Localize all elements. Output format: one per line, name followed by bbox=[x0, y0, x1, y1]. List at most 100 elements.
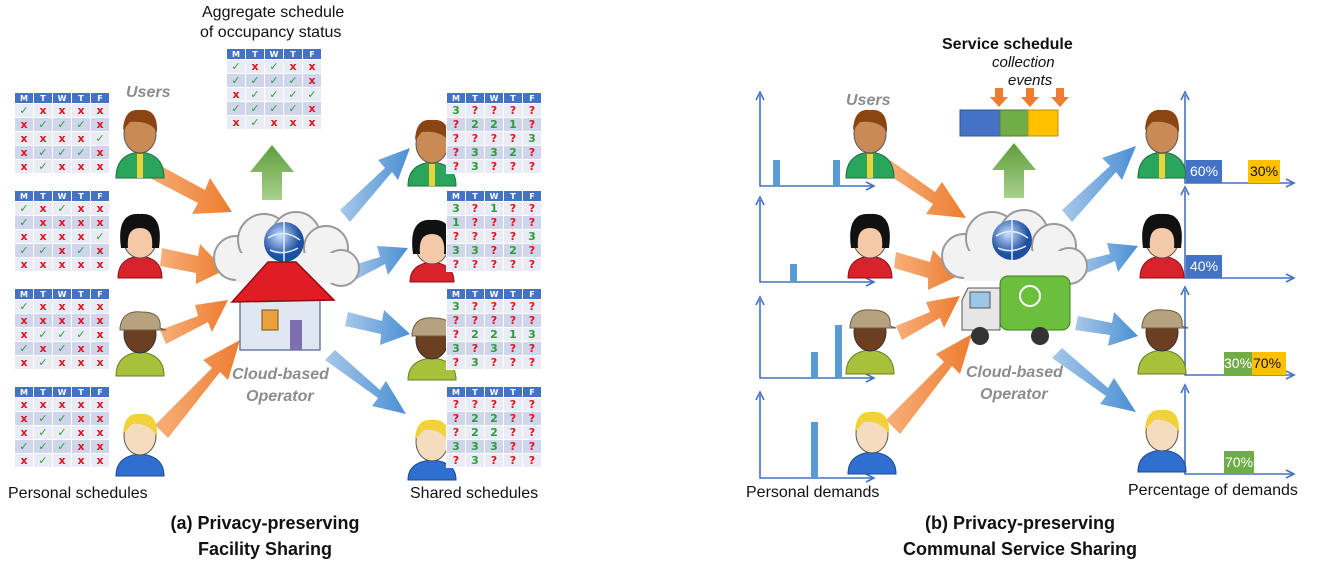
day-header: F bbox=[522, 288, 542, 300]
unavailable-x-icon: x bbox=[14, 159, 34, 174]
schedule-cell: 1 bbox=[484, 201, 504, 216]
schedule-cell: ? bbox=[446, 397, 466, 412]
pct-label: 70% bbox=[1253, 355, 1282, 371]
schedule-cell: 3 bbox=[446, 201, 466, 216]
unavailable-x-icon: x bbox=[33, 299, 53, 314]
left-caption: (a) Privacy-preserving Facility Sharing bbox=[140, 510, 390, 562]
user-avatar-3 bbox=[115, 311, 167, 377]
schedule-cell: ? bbox=[503, 341, 523, 356]
unavailable-x-icon: x bbox=[302, 73, 322, 88]
schedule-cell: ? bbox=[484, 243, 504, 258]
schedule-row: ????3 bbox=[446, 131, 542, 146]
available-check-icon: ✓ bbox=[33, 159, 53, 174]
schedule-cell: ? bbox=[465, 201, 485, 216]
available-check-icon: ✓ bbox=[245, 115, 265, 130]
schedule-cell: 2 bbox=[503, 243, 523, 258]
schedule-row: ????? bbox=[446, 397, 542, 412]
right-caption-line2: Communal Service Sharing bbox=[902, 539, 1138, 559]
day-header: T bbox=[33, 92, 53, 104]
schedule-cell: ? bbox=[446, 229, 466, 244]
arrow-operator-to-aggregate bbox=[250, 145, 294, 200]
day-header: T bbox=[503, 288, 523, 300]
schedule-cell: ? bbox=[446, 453, 466, 468]
schedule-cell: ? bbox=[465, 397, 485, 412]
unavailable-x-icon: x bbox=[33, 215, 53, 230]
schedule-row: ?3??? bbox=[446, 453, 542, 468]
arrow-operator-to-shared2 bbox=[350, 246, 408, 280]
schedule-cell: ? bbox=[503, 355, 523, 370]
schedule-cell: ? bbox=[522, 243, 542, 258]
unavailable-x-icon: x bbox=[52, 397, 72, 412]
available-check-icon: ✓ bbox=[226, 101, 246, 116]
pct-label: 60% bbox=[1190, 163, 1219, 179]
left-users-label: Users bbox=[126, 84, 171, 101]
available-check-icon: ✓ bbox=[52, 145, 72, 160]
unavailable-x-icon: x bbox=[283, 59, 303, 74]
pct-user-3 bbox=[1137, 309, 1189, 375]
schedule-cell: ? bbox=[503, 215, 523, 230]
schedule-cell: ? bbox=[503, 397, 523, 412]
schedule-row: 3?1?? bbox=[446, 201, 542, 216]
schedule-cell: ? bbox=[522, 257, 542, 272]
arrow-operator-to-schedule bbox=[992, 143, 1036, 198]
pct-label: 40% bbox=[1190, 258, 1219, 274]
unavailable-x-icon: x bbox=[14, 257, 34, 272]
day-header: T bbox=[71, 92, 91, 104]
unavailable-x-icon: x bbox=[52, 103, 72, 118]
demand-user-2 bbox=[847, 213, 893, 279]
unavailable-x-icon: x bbox=[71, 131, 91, 146]
unavailable-x-icon: x bbox=[90, 453, 110, 468]
unavailable-x-icon: x bbox=[90, 117, 110, 132]
unavailable-x-icon: x bbox=[71, 103, 91, 118]
available-check-icon: ✓ bbox=[264, 87, 284, 102]
unavailable-x-icon: x bbox=[71, 313, 91, 328]
percentage-of-demands-label: Percentage of demands bbox=[1128, 482, 1298, 499]
schedule-row: 3???? bbox=[446, 103, 542, 118]
right-output-arrows bbox=[1052, 146, 1138, 412]
day-header: W bbox=[52, 386, 72, 398]
schedule-cell: ? bbox=[465, 229, 485, 244]
available-check-icon: ✓ bbox=[90, 229, 110, 244]
available-check-icon: ✓ bbox=[33, 327, 53, 342]
schedule-cell: 1 bbox=[503, 327, 523, 342]
schedule-cell: 3 bbox=[522, 229, 542, 244]
right-input-arrows bbox=[884, 160, 972, 434]
available-check-icon: ✓ bbox=[90, 131, 110, 146]
schedule-cell: 2 bbox=[465, 117, 485, 132]
unavailable-x-icon: x bbox=[14, 355, 34, 370]
day-header: W bbox=[52, 288, 72, 300]
arrow-user4-to-operator bbox=[155, 340, 240, 438]
day-header: F bbox=[522, 386, 542, 398]
personal-demand-bars bbox=[773, 160, 842, 478]
schedule-row: 3???? bbox=[446, 299, 542, 314]
schedule-row: ?3??? bbox=[446, 355, 542, 370]
unavailable-x-icon: x bbox=[33, 201, 53, 216]
unavailable-x-icon: x bbox=[33, 313, 53, 328]
schedule-cell: ? bbox=[446, 117, 466, 132]
day-header: F bbox=[522, 190, 542, 202]
schedule-cell: ? bbox=[446, 313, 466, 328]
unavailable-x-icon: x bbox=[90, 257, 110, 272]
available-check-icon: ✓ bbox=[14, 299, 34, 314]
schedule-cell: ? bbox=[503, 257, 523, 272]
schedule-row: ✓✓x✓x bbox=[14, 243, 110, 258]
collection-events-line1: collection bbox=[992, 54, 1055, 71]
schedule-row: x✓✓✓✓ bbox=[226, 87, 322, 102]
right-caption: (b) Privacy-preserving Communal Service … bbox=[880, 510, 1160, 562]
available-check-icon: ✓ bbox=[33, 425, 53, 440]
available-check-icon: ✓ bbox=[52, 201, 72, 216]
day-header: T bbox=[503, 190, 523, 202]
day-header: M bbox=[446, 386, 466, 398]
schedule-cell: ? bbox=[484, 257, 504, 272]
available-check-icon: ✓ bbox=[245, 73, 265, 88]
available-check-icon: ✓ bbox=[226, 73, 246, 88]
available-check-icon: ✓ bbox=[52, 327, 72, 342]
day-header: W bbox=[264, 48, 284, 60]
